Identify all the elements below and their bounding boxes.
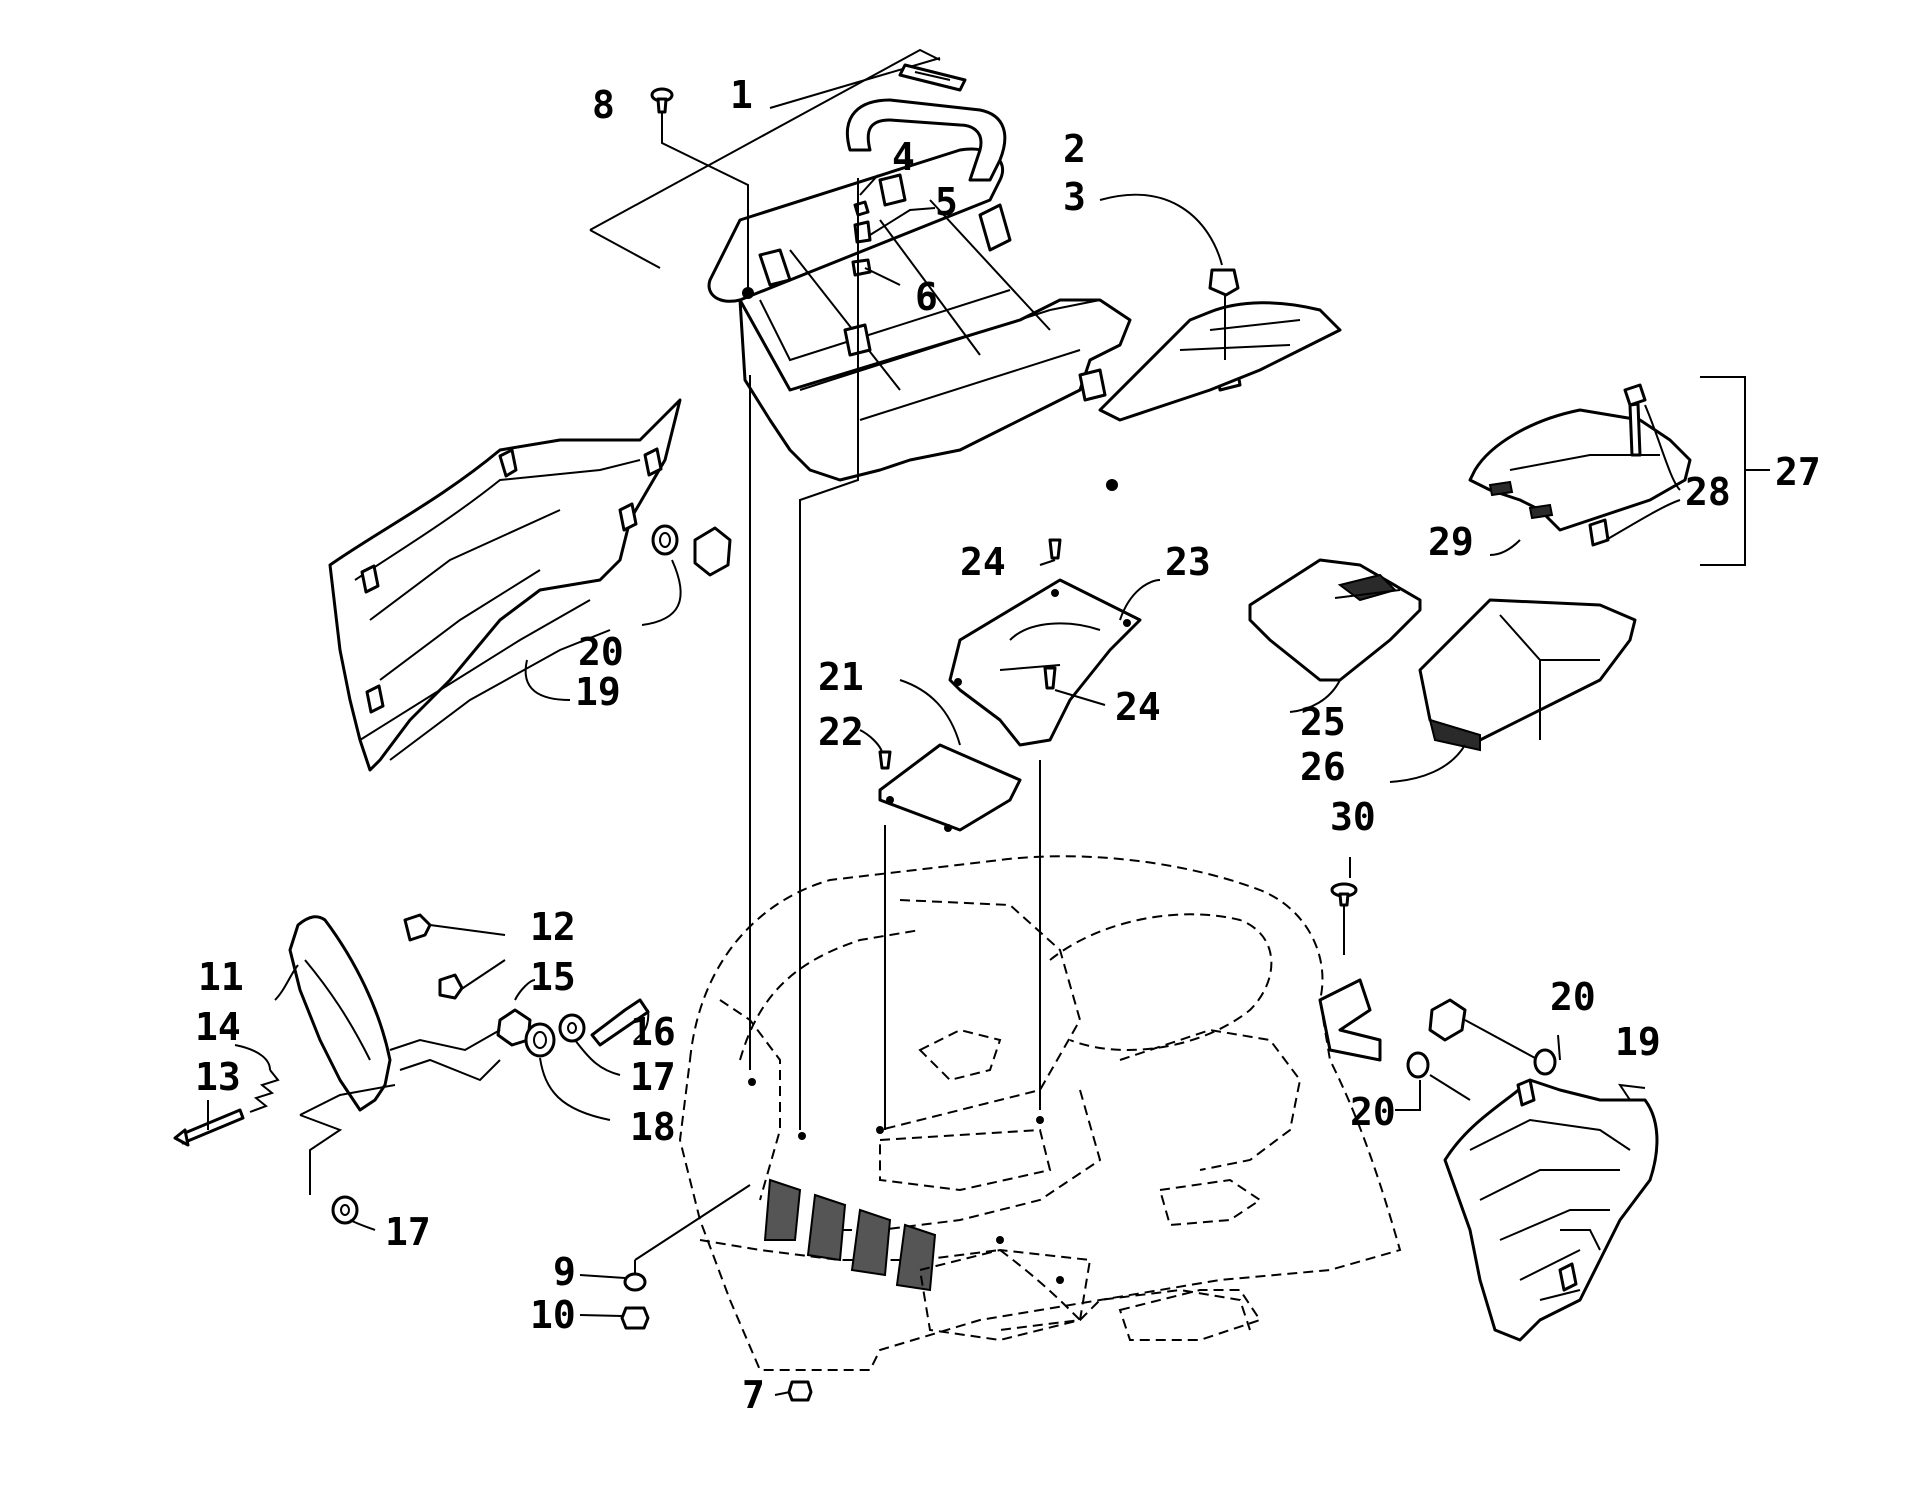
callout-19-left: 19 — [575, 670, 621, 714]
callout-13: 13 — [195, 1055, 241, 1099]
callout-5: 5 — [935, 180, 958, 224]
callout-7: 7 — [742, 1373, 765, 1417]
callout-19-right: 19 — [1615, 1020, 1661, 1064]
cover-23 — [948, 578, 1142, 747]
grommet-18 — [524, 1022, 556, 1058]
grommet-20-left — [651, 524, 732, 577]
callout-20-right-upper: 20 — [1550, 975, 1596, 1019]
callout-25: 25 — [1300, 700, 1346, 744]
callout-20-left: 20 — [578, 630, 624, 674]
headlight-cover-11 — [288, 915, 392, 1112]
washer-9 — [623, 1272, 647, 1292]
latch-28-top — [1623, 383, 1647, 457]
callout-24-mid: 24 — [1115, 685, 1161, 729]
front-rack — [707, 98, 1342, 491]
callout-14: 14 — [195, 1005, 241, 1049]
washer-17-upper — [558, 1013, 586, 1043]
callout-6: 6 — [915, 275, 938, 319]
callout-22: 22 — [818, 710, 864, 754]
callout-8: 8 — [592, 83, 615, 127]
callout-28: 28 — [1685, 470, 1731, 514]
grommet-20-right-upper — [1428, 998, 1557, 1076]
bolt-12-upper — [403, 913, 432, 942]
nut-10 — [620, 1306, 650, 1330]
callout-29: 29 — [1428, 520, 1474, 564]
pin-22 — [878, 750, 892, 770]
latch-28-bottom — [1588, 518, 1610, 547]
storage-box-26 — [1418, 598, 1637, 752]
callout-11: 11 — [198, 955, 244, 999]
callout-26: 26 — [1300, 745, 1346, 789]
callout-10: 10 — [530, 1293, 576, 1337]
callout-27: 27 — [1775, 450, 1821, 494]
clip-3 — [1208, 268, 1240, 360]
pin-24-mid — [1043, 666, 1057, 690]
decal — [898, 63, 967, 92]
side-panel-lower-right — [1443, 1078, 1659, 1342]
callout-23: 23 — [1165, 540, 1211, 584]
washer-17-lower — [331, 1195, 359, 1225]
callout-30: 30 — [1330, 795, 1376, 839]
callout-4: 4 — [892, 135, 915, 179]
seat-cover-29 — [1468, 408, 1692, 532]
callout-20-right-lower: 20 — [1350, 1090, 1396, 1134]
screw-4 — [853, 200, 870, 217]
callout-17-lower: 17 — [385, 1210, 431, 1254]
clip-30 — [1330, 882, 1358, 907]
callout-3: 3 — [1063, 175, 1086, 219]
bolt-12-lower — [438, 973, 464, 1000]
callout-15: 15 — [530, 955, 576, 999]
tray-25 — [1248, 558, 1422, 682]
callout-17-upper: 17 — [630, 1055, 676, 1099]
nut-6 — [851, 258, 872, 277]
spring-14 — [249, 1069, 280, 1113]
callout-9: 9 — [553, 1250, 576, 1294]
callout-21: 21 — [818, 655, 864, 699]
plate-21 — [878, 743, 1022, 832]
callout-24-top: 24 — [960, 540, 1006, 584]
grommet-20-right-lower — [1406, 1051, 1430, 1079]
side-panel-upper-left — [328, 398, 682, 772]
front-fender-body — [678, 855, 1402, 1371]
nut-7 — [787, 1380, 813, 1402]
callout-16: 16 — [630, 1010, 676, 1054]
bolt-16 — [590, 998, 650, 1047]
callout-1: 1 — [730, 73, 753, 117]
callout-2: 2 — [1063, 127, 1086, 171]
screw-8 — [650, 87, 674, 114]
screw-13 — [173, 1108, 245, 1147]
callout-18: 18 — [630, 1105, 676, 1149]
callout-12: 12 — [530, 905, 576, 949]
pin-24-top — [1048, 538, 1062, 560]
